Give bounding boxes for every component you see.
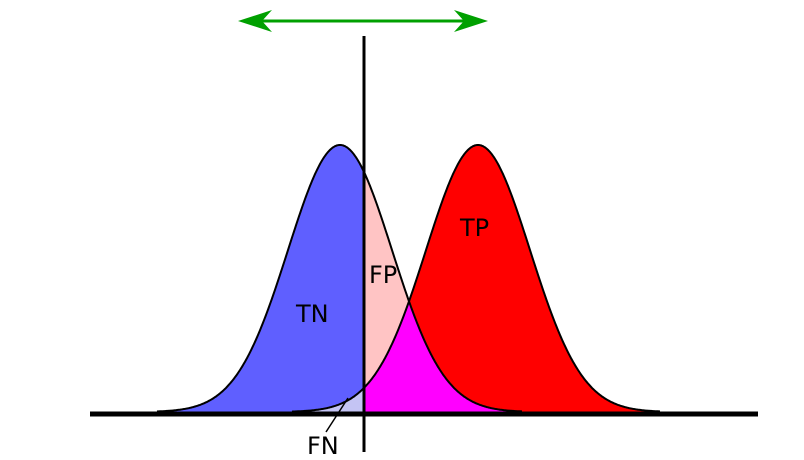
- tp-label: TP: [459, 214, 489, 242]
- false-positive-region: [364, 172, 409, 388]
- fn-leader-line: [325, 397, 349, 433]
- negative-distribution-curve: [156, 144, 522, 413]
- true-negative-region: [157, 145, 364, 412]
- fn-label: FN: [307, 432, 339, 460]
- false-negative-region: [292, 387, 364, 412]
- tn-label: TN: [295, 300, 329, 328]
- true-positive-region: [364, 145, 660, 412]
- arrow-left-head: [238, 10, 272, 32]
- arrow-right-head: [454, 10, 488, 32]
- overlap-region: [364, 301, 522, 412]
- double-headed-arrow-icon[interactable]: [238, 10, 488, 32]
- positive-distribution-curve: [291, 144, 660, 413]
- fp-label: FP: [369, 261, 397, 289]
